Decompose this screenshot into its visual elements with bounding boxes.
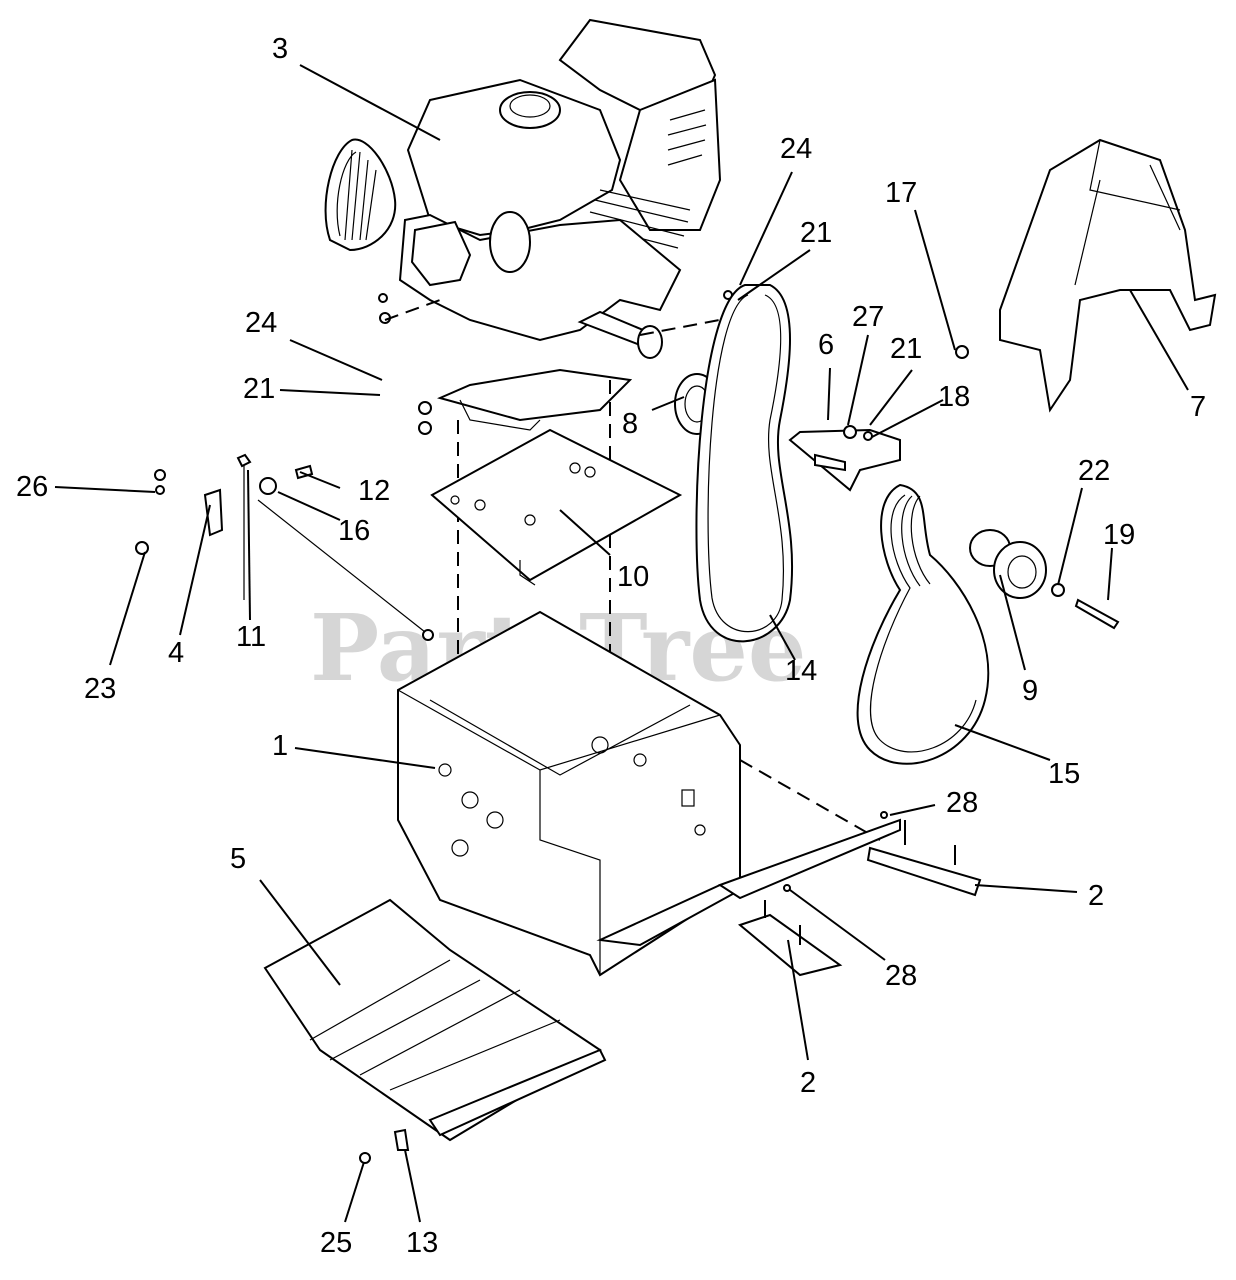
callout-14: 14 <box>785 655 817 687</box>
callout-12: 12 <box>358 475 390 507</box>
callout-19: 19 <box>1103 519 1135 551</box>
belt-cover <box>999 138 1217 413</box>
bracket-2-lower <box>737 900 843 977</box>
callout-5: 5 <box>230 843 246 875</box>
bracket-2-right <box>866 820 982 897</box>
pulley-9 <box>969 529 1047 599</box>
frame <box>397 610 901 977</box>
callout-28-lower: 28 <box>885 960 917 992</box>
callout-2-lower: 2 <box>800 1067 816 1099</box>
callout-18: 18 <box>938 381 970 413</box>
callout-24-upper: 24 <box>780 133 812 165</box>
callout-13: 13 <box>406 1227 438 1259</box>
callout-8: 8 <box>622 408 638 440</box>
leader-lines <box>54 64 1189 1223</box>
engine-plate <box>430 428 683 586</box>
callout-15: 15 <box>1048 758 1080 790</box>
callout-1: 1 <box>272 730 288 762</box>
callout-6: 6 <box>818 329 834 361</box>
belt-14 <box>695 284 794 643</box>
callouts: 3 24 21 17 27 6 21 18 7 24 21 8 26 12 16… <box>16 33 1206 1259</box>
callout-10: 10 <box>617 561 649 593</box>
callout-9: 9 <box>1022 675 1038 707</box>
callout-3: 3 <box>272 33 288 65</box>
callout-26: 26 <box>16 471 48 503</box>
callout-22: 22 <box>1078 455 1110 487</box>
callout-21-upper: 21 <box>800 217 832 249</box>
pin-19 <box>1074 598 1120 630</box>
callout-21-mid: 21 <box>890 333 922 365</box>
callout-11: 11 <box>236 621 266 653</box>
callout-2-right: 2 <box>1088 880 1104 912</box>
callout-24-left: 24 <box>245 307 277 339</box>
callout-25: 25 <box>320 1227 352 1259</box>
callout-27: 27 <box>852 301 884 333</box>
callout-17: 17 <box>885 177 917 209</box>
callout-23: 23 <box>84 673 116 705</box>
callout-4: 4 <box>168 637 184 669</box>
callout-16: 16 <box>338 515 370 547</box>
belt-15 <box>856 483 990 765</box>
left-small-parts <box>203 453 434 1151</box>
engine <box>324 18 722 431</box>
callout-28-upper: 28 <box>946 787 978 819</box>
idler-bracket <box>788 425 901 492</box>
callout-7: 7 <box>1190 391 1206 423</box>
callout-21-left: 21 <box>243 373 275 405</box>
bottom-pan <box>263 898 607 1142</box>
hardware-bolts <box>135 290 1065 1164</box>
